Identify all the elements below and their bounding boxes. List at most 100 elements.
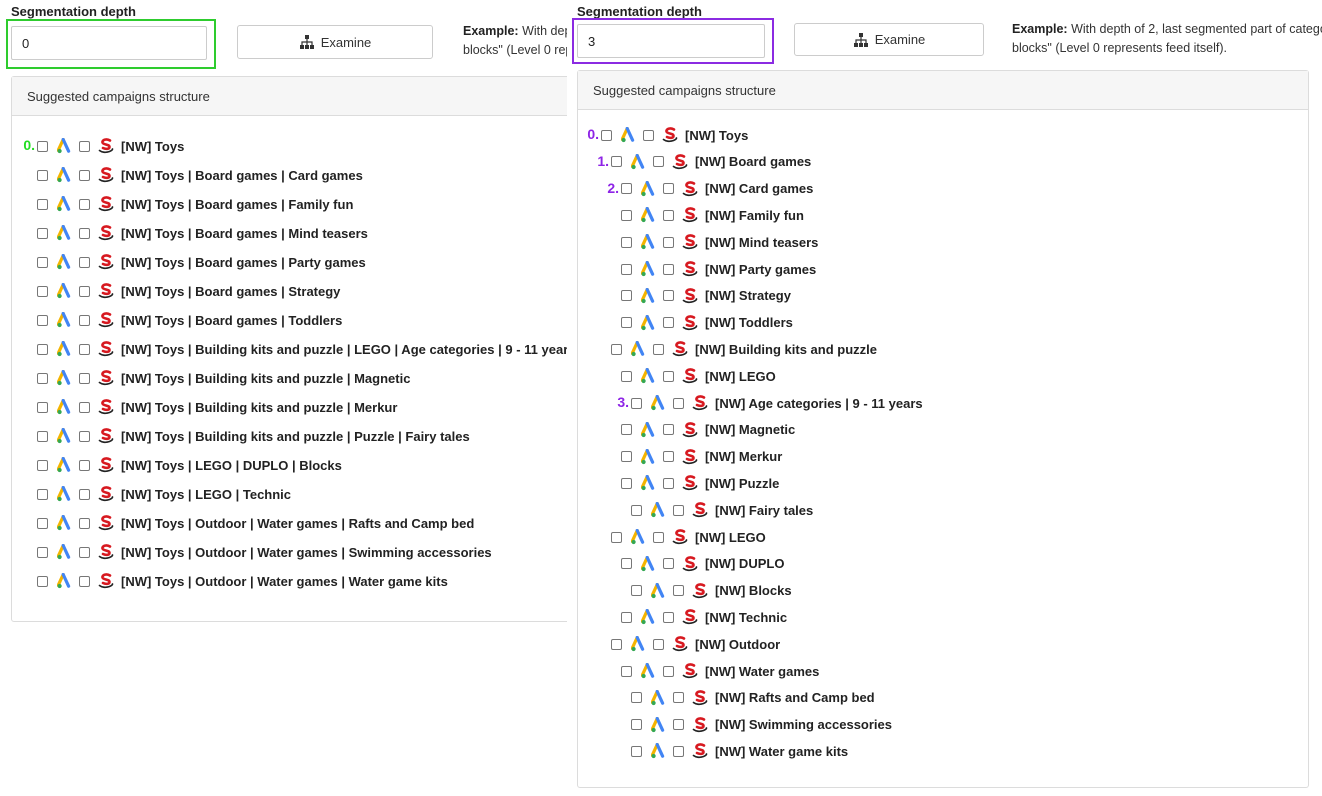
sklik-checkbox[interactable]: [663, 424, 674, 436]
sklik-checkbox[interactable]: [673, 504, 684, 516]
campaign-name: [NW] Toys | Building kits and puzzle | M…: [121, 370, 411, 386]
google-ads-checkbox[interactable]: [621, 611, 632, 623]
sklik-checkbox[interactable]: [663, 611, 674, 623]
google-ads-checkbox[interactable]: [37, 140, 48, 152]
google-ads-checkbox[interactable]: [37, 343, 48, 355]
sklik-checkbox[interactable]: [663, 558, 674, 570]
level-number: 3.: [617, 394, 629, 410]
sklik-checkbox[interactable]: [79, 140, 90, 152]
sklik-checkbox[interactable]: [79, 227, 90, 239]
google-ads-checkbox[interactable]: [37, 401, 48, 413]
sklik-checkbox[interactable]: [79, 517, 90, 529]
google-ads-checkbox[interactable]: [631, 504, 642, 516]
google-ads-checkbox[interactable]: [37, 546, 48, 558]
google-ads-checkbox[interactable]: [37, 198, 48, 210]
sklik-checkbox[interactable]: [663, 317, 674, 329]
sklik-icon: [98, 486, 114, 502]
google-ads-checkbox[interactable]: [37, 372, 48, 384]
google-ads-checkbox[interactable]: [621, 451, 632, 463]
sklik-checkbox[interactable]: [653, 156, 664, 168]
sklik-icon: [682, 609, 698, 625]
google-ads-checkbox[interactable]: [621, 477, 632, 489]
campaign-name: [NW] Mind teasers: [705, 234, 819, 250]
google-ads-checkbox[interactable]: [621, 370, 632, 382]
sklik-checkbox[interactable]: [79, 285, 90, 297]
google-ads-checkbox[interactable]: [621, 317, 632, 329]
sklik-checkbox[interactable]: [79, 575, 90, 587]
sklik-checkbox[interactable]: [653, 531, 664, 543]
google-ads-checkbox[interactable]: [37, 430, 48, 442]
google-ads-checkbox[interactable]: [37, 256, 48, 268]
google-ads-checkbox[interactable]: [611, 638, 622, 650]
campaign-name: [NW] Toys | Board games | Mind teasers: [121, 225, 368, 241]
examine-button[interactable]: Examine: [237, 25, 433, 59]
google-ads-checkbox[interactable]: [631, 745, 642, 757]
google-ads-checkbox[interactable]: [37, 488, 48, 500]
sklik-checkbox[interactable]: [663, 183, 674, 195]
sklik-checkbox[interactable]: [79, 256, 90, 268]
google-ads-checkbox[interactable]: [37, 285, 48, 297]
google-ads-checkbox[interactable]: [37, 169, 48, 181]
sklik-checkbox[interactable]: [79, 401, 90, 413]
google-ads-checkbox[interactable]: [631, 692, 642, 704]
google-ads-checkbox[interactable]: [37, 517, 48, 529]
example-line-1: With depth of 2, last segmented part of …: [522, 24, 567, 38]
sklik-checkbox[interactable]: [79, 169, 90, 181]
example-line-1: With depth of 2, last segmented part of …: [1071, 22, 1322, 36]
sklik-checkbox[interactable]: [79, 198, 90, 210]
campaign-row: [NW] Toddlers: [621, 313, 793, 333]
sklik-checkbox[interactable]: [673, 719, 684, 731]
sklik-checkbox[interactable]: [663, 209, 674, 221]
sklik-checkbox[interactable]: [673, 585, 684, 597]
google-ads-checkbox[interactable]: [37, 227, 48, 239]
sklik-checkbox[interactable]: [653, 638, 664, 650]
google-ads-checkbox[interactable]: [621, 665, 632, 677]
sklik-checkbox[interactable]: [643, 129, 654, 141]
sklik-checkbox[interactable]: [663, 236, 674, 248]
google-ads-checkbox[interactable]: [601, 129, 612, 141]
google-ads-checkbox[interactable]: [631, 719, 642, 731]
sklik-checkbox[interactable]: [663, 477, 674, 489]
google-ads-checkbox[interactable]: [37, 314, 48, 326]
sklik-checkbox[interactable]: [673, 397, 684, 409]
sklik-checkbox[interactable]: [79, 372, 90, 384]
sklik-icon: [98, 399, 114, 415]
examine-button[interactable]: Examine: [794, 23, 984, 56]
sklik-checkbox[interactable]: [653, 343, 664, 355]
sklik-checkbox[interactable]: [79, 488, 90, 500]
sklik-checkbox[interactable]: [79, 314, 90, 326]
sklik-checkbox[interactable]: [663, 290, 674, 302]
sklik-checkbox[interactable]: [663, 665, 674, 677]
google-ads-checkbox[interactable]: [621, 183, 632, 195]
google-ads-checkbox[interactable]: [631, 397, 642, 409]
google-ads-checkbox[interactable]: [611, 343, 622, 355]
sklik-checkbox[interactable]: [663, 451, 674, 463]
sklik-checkbox[interactable]: [663, 370, 674, 382]
google-ads-checkbox[interactable]: [611, 531, 622, 543]
campaign-row: [NW] Swimming accessories: [631, 715, 892, 735]
google-ads-checkbox[interactable]: [621, 263, 632, 275]
sklik-checkbox[interactable]: [79, 459, 90, 471]
google-ads-checkbox[interactable]: [621, 209, 632, 221]
google-ads-checkbox[interactable]: [621, 290, 632, 302]
google-ads-checkbox[interactable]: [631, 585, 642, 597]
google-ads-checkbox[interactable]: [621, 424, 632, 436]
sklik-checkbox[interactable]: [79, 430, 90, 442]
google-ads-icon: [57, 399, 71, 415]
segmentation-depth-input[interactable]: [577, 24, 765, 58]
sklik-icon: [682, 663, 698, 679]
campaign-name: [NW] Technic: [705, 609, 788, 625]
google-ads-checkbox[interactable]: [37, 459, 48, 471]
sklik-checkbox[interactable]: [663, 263, 674, 275]
google-ads-checkbox[interactable]: [621, 236, 632, 248]
segmentation-depth-input[interactable]: [11, 26, 207, 60]
sklik-checkbox[interactable]: [79, 546, 90, 558]
google-ads-checkbox[interactable]: [611, 156, 622, 168]
campaign-row: [NW] Age categories | 9 - 11 years: [631, 393, 923, 413]
google-ads-checkbox[interactable]: [621, 558, 632, 570]
sklik-checkbox[interactable]: [673, 692, 684, 704]
sklik-checkbox[interactable]: [79, 343, 90, 355]
google-ads-checkbox[interactable]: [37, 575, 48, 587]
sklik-icon: [692, 502, 708, 518]
sklik-checkbox[interactable]: [673, 745, 684, 757]
